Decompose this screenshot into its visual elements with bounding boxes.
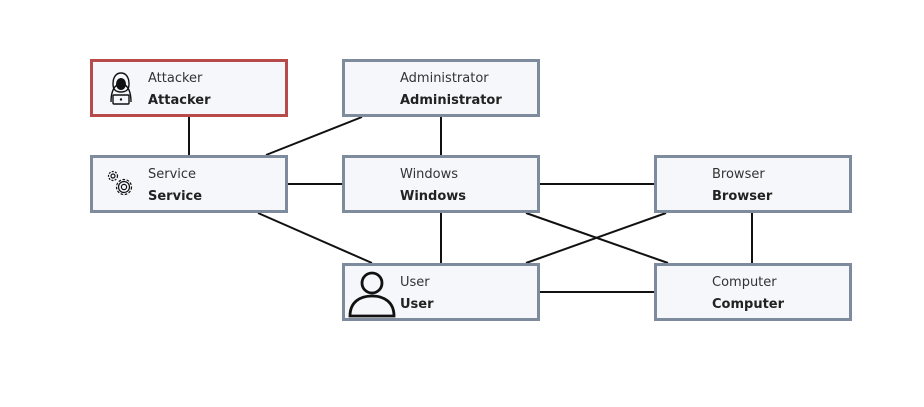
user-icon [347,268,397,322]
node-browser[interactable]: Browser Browser [654,155,852,213]
node-computer-name: Computer [712,297,785,312]
node-user[interactable]: User User [342,263,540,321]
node-browser-type: Browser [712,167,765,182]
node-user-name: User [400,297,434,312]
node-computer-type: Computer [712,275,777,290]
edge-administrator-service [265,116,363,156]
node-administrator-name: Administrator [400,93,502,108]
node-service[interactable]: Service Service [90,155,288,213]
node-computer[interactable]: Computer Computer [654,263,852,321]
node-windows-type: Windows [400,167,459,182]
node-user-type: User [400,275,430,290]
node-administrator-type: Administrator [400,71,489,86]
node-attacker-name: Attacker [148,93,211,108]
hacker-icon [106,71,136,109]
node-service-type: Service [148,167,197,182]
gears-icon [105,168,137,204]
node-browser-name: Browser [712,189,773,204]
edge-browser-user [525,212,667,264]
node-windows[interactable]: Windows Windows [342,155,540,213]
node-attacker-type: Attacker [148,71,203,86]
node-windows-name: Windows [400,189,467,204]
node-administrator[interactable]: Administrator Administrator [342,59,540,117]
node-attacker[interactable]: Attacker Attacker [90,59,288,117]
node-service-name: Service [148,189,203,204]
edge-service-user [257,212,373,264]
